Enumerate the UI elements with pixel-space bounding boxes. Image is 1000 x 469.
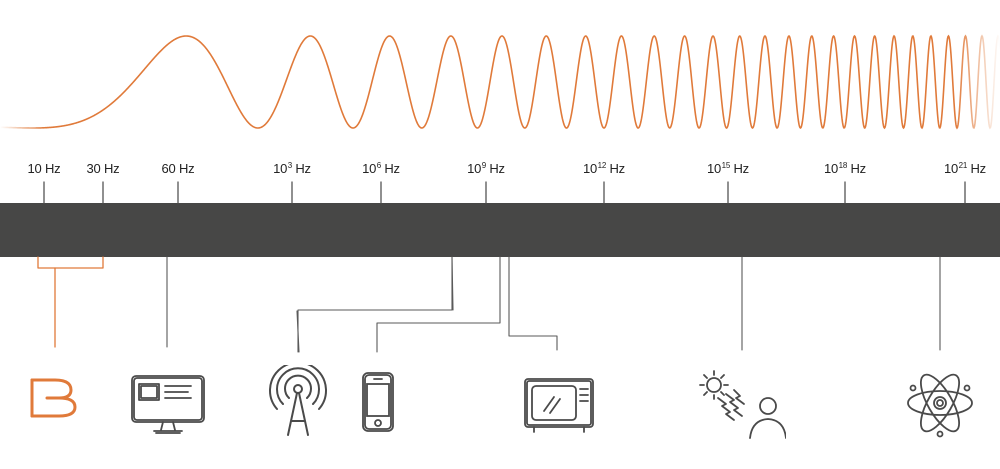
mobile-phone-icon	[362, 372, 394, 432]
radio-tower-icon	[269, 365, 327, 436]
freq-label-10e21: 1021 Hz	[944, 161, 986, 176]
freq-label-10e18: 1018 Hz	[824, 161, 866, 176]
wave-line	[0, 34, 1000, 130]
frequency-wave	[0, 0, 1000, 150]
tick-marks	[43, 181, 966, 204]
sun-radiation-person-icon	[699, 370, 786, 439]
freq-label-60hz: 60 Hz	[161, 161, 195, 176]
monitor-icon	[131, 375, 205, 434]
atom-icon	[907, 373, 973, 438]
freq-label-10e15: 1015 Hz	[707, 161, 749, 176]
freq-label-10hz: 10 Hz	[27, 161, 61, 176]
freq-label-10e3: 103 Hz	[273, 161, 311, 176]
brain-bracket	[37, 256, 104, 348]
connector-lines	[166, 256, 941, 353]
freq-label-10e6: 106 Hz	[362, 161, 400, 176]
freq-label-10e9: 109 Hz	[467, 161, 505, 176]
brain-wave-icon	[30, 378, 77, 418]
microwave-oven-icon	[524, 378, 594, 433]
spectrum-band	[0, 203, 1000, 257]
freq-label-30hz: 30 Hz	[86, 161, 120, 176]
freq-label-10e12: 1012 Hz	[583, 161, 625, 176]
